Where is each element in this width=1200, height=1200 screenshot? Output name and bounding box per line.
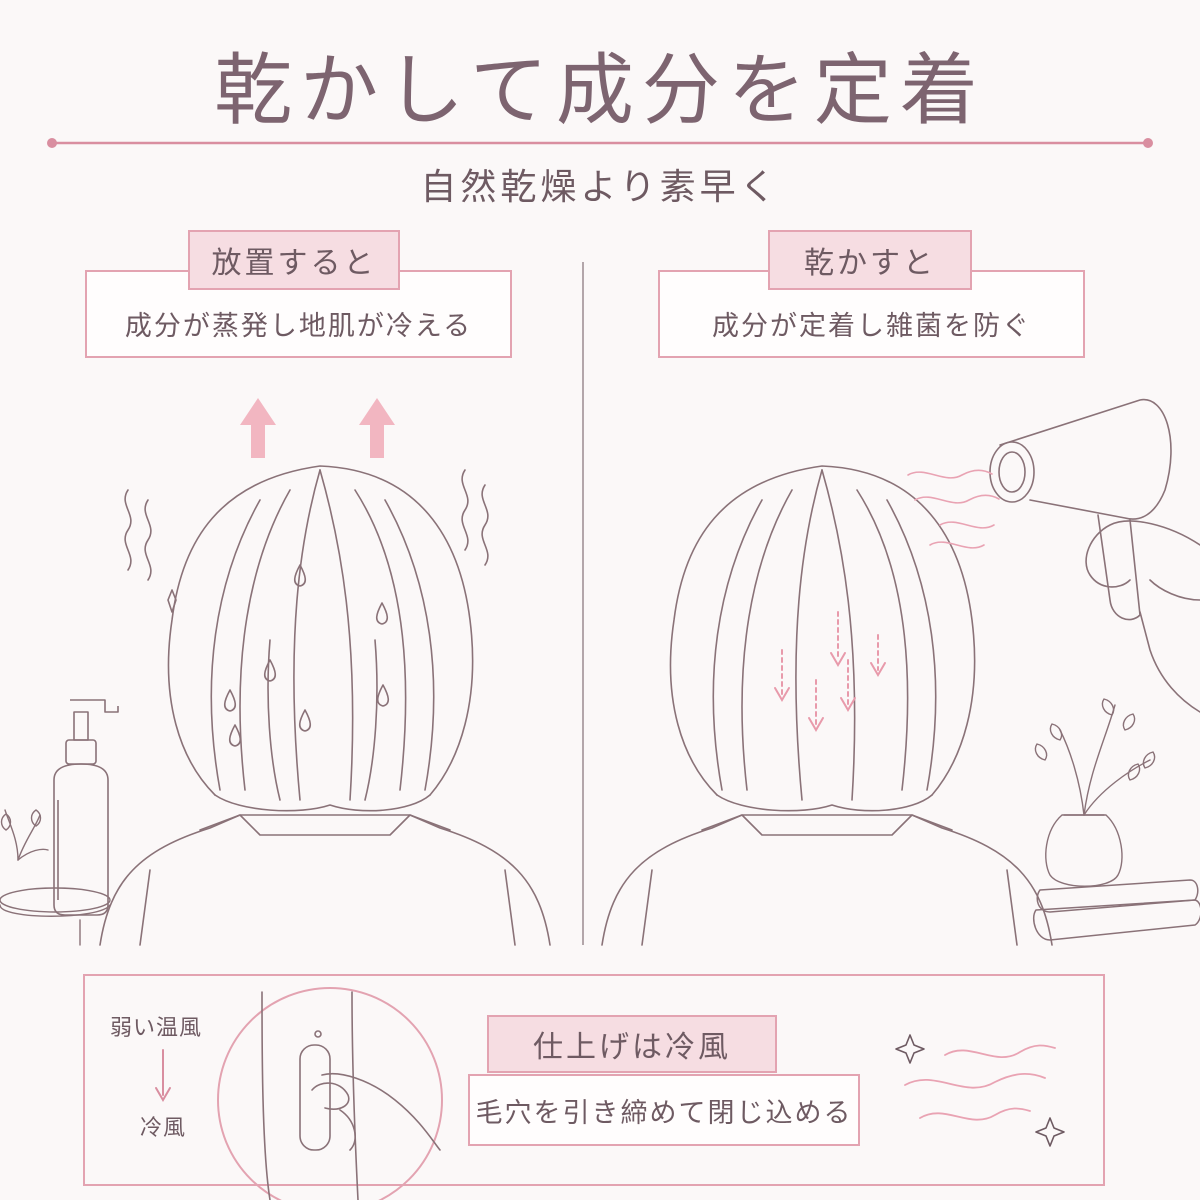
plant-icon: [0, 809, 111, 946]
down-arrow-icon: [155, 1049, 171, 1102]
bottom-panel-frame: [83, 974, 1105, 1186]
serum-bottle-icon: [53, 699, 119, 916]
down-arrow-icon: [774, 611, 886, 732]
bottom-caption-box: 毛穴を引き締めて閉じ込める: [468, 1074, 860, 1146]
title-divider: [47, 138, 1153, 148]
up-arrow-icon: [240, 398, 395, 458]
heat-wave-icon: [124, 469, 489, 581]
step-to-label: 冷風: [140, 1116, 187, 1141]
page-subtitle: 自然乾燥より素早く: [420, 167, 780, 208]
page-title: 乾かして成分を定着: [214, 46, 986, 136]
sparkle-icon: [895, 1034, 1065, 1147]
right-head: [601, 465, 1053, 946]
right-tag: 乾かすと: [768, 230, 972, 290]
hair-dryer-icon: [989, 398, 1200, 713]
dryer-switch-closeup: [217, 987, 443, 1200]
left-tag: 放置すると: [188, 230, 400, 290]
left-caption: 成分が蒸発し地肌が冷える: [124, 310, 473, 342]
step-from-label: 弱い温風: [110, 1016, 203, 1041]
heat-wave-icon: [907, 469, 1000, 549]
right-caption: 成分が定着し雑菌を防ぐ: [712, 310, 1031, 342]
towel-icon: [1032, 879, 1200, 941]
bottom-tag: 仕上げは冷風: [487, 1015, 777, 1073]
heat-wave-icon: [904, 1044, 1056, 1121]
plant-icon: [1034, 698, 1156, 887]
bottom-caption: 毛穴を引き締めて閉じ込める: [475, 1097, 853, 1129]
left-head: [99, 465, 551, 946]
